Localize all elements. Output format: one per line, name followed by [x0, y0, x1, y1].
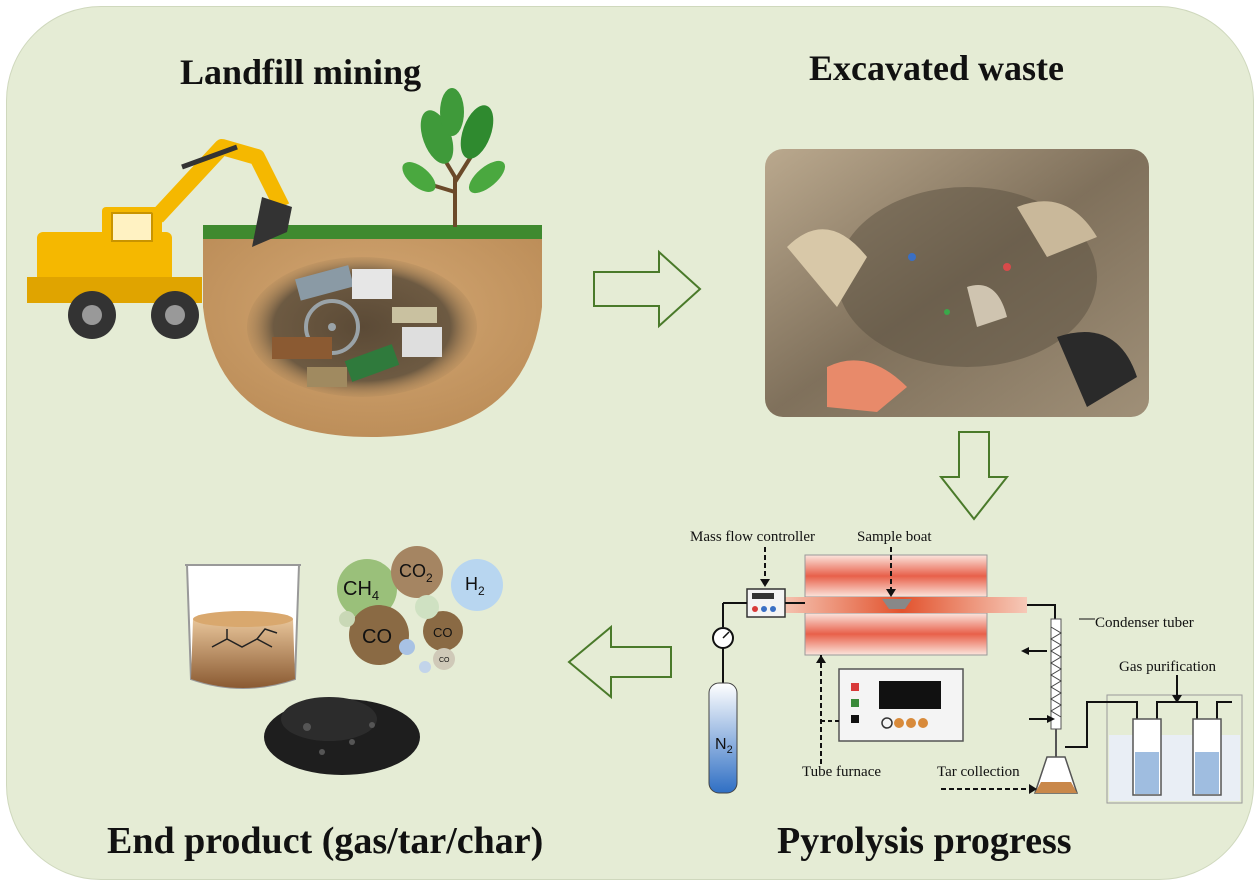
title-pyrolysis-progress: Pyrolysis progress	[777, 820, 1072, 862]
h2-label: H2	[465, 574, 485, 598]
arrow-left	[567, 624, 672, 700]
diagram-panel: CH4 CO2 H2 CO CO CO N2 Landfill mining E…	[6, 6, 1254, 880]
excavated-waste-photo	[765, 149, 1149, 417]
soil-cross-section	[203, 225, 542, 437]
title-end-product: End product (gas/tar/char)	[107, 820, 544, 862]
tar-beaker	[185, 564, 301, 689]
temperature-controller	[816, 655, 964, 767]
co-label-medium: CO	[433, 625, 453, 640]
n2-label: N2	[715, 736, 733, 756]
ch4-label: CH4	[343, 578, 379, 603]
label-tube-furnace: Tube furnace	[802, 764, 882, 780]
mass-flow-controller	[746, 547, 805, 618]
title-landfill-mining: Landfill mining	[180, 52, 422, 92]
tube-furnace-apparatus	[777, 547, 1027, 656]
co2-label: CO2	[399, 561, 433, 585]
diagram-graphics: CH4 CO2 H2 CO CO CO N2	[27, 88, 1243, 804]
label-tar-collection: Tar collection	[937, 764, 1020, 780]
title-excavated-waste: Excavated waste	[809, 48, 1064, 88]
gas-bubbles	[337, 546, 503, 673]
nitrogen-cylinder	[708, 602, 747, 794]
co-label-small: CO	[439, 657, 450, 664]
gas-purification-bottles	[1065, 675, 1243, 804]
excavator-illustration	[27, 139, 292, 339]
arrow-right	[593, 249, 702, 329]
co-label-large: CO	[362, 626, 392, 648]
arrow-down	[938, 431, 1010, 521]
tree-illustration	[402, 88, 506, 227]
label-mass-flow-controller: Mass flow controller	[690, 529, 815, 545]
label-gas-purification: Gas purification	[1119, 659, 1217, 675]
char-pile	[264, 697, 420, 775]
label-condenser-tuber: Condenser tuber	[1095, 615, 1194, 631]
label-sample-boat: Sample boat	[857, 529, 932, 545]
condenser-and-collection	[941, 604, 1095, 794]
